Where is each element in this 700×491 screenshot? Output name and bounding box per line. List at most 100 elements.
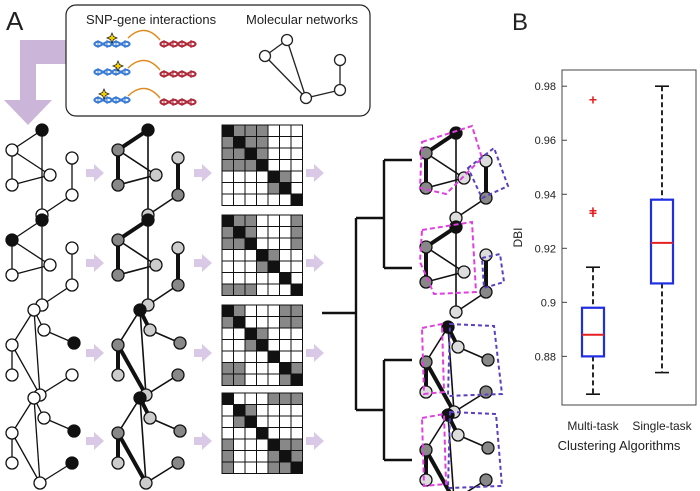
network-node xyxy=(5,178,19,192)
matrix-cell xyxy=(233,170,246,183)
network-node xyxy=(65,241,79,255)
step-arrow-1 xyxy=(86,164,104,182)
weighted-node xyxy=(143,323,157,337)
matrix-cell xyxy=(290,182,303,195)
matrix-cell xyxy=(233,260,246,273)
panel-a-label: A xyxy=(6,6,24,36)
matrix-cell xyxy=(256,461,269,474)
matrix-cell xyxy=(267,226,280,239)
matrix-cell xyxy=(221,415,234,428)
matrix-cell xyxy=(256,373,269,386)
cluster-node xyxy=(479,248,493,262)
cluster-edge xyxy=(425,152,465,179)
matrix-cell xyxy=(244,147,257,160)
matrix-cell xyxy=(244,327,257,340)
matrix-cell xyxy=(244,283,257,296)
matrix-cell xyxy=(279,339,292,352)
network-node xyxy=(5,426,19,440)
matrix-cell xyxy=(290,316,303,329)
weighted-node xyxy=(141,213,155,227)
matrix-cell xyxy=(233,461,246,474)
y-tick-label: 0.9 xyxy=(541,297,556,309)
outlier-marker: + xyxy=(589,202,597,218)
matrix-cell xyxy=(279,362,292,375)
matrix-cell xyxy=(279,283,292,296)
matrix-cell xyxy=(267,373,280,386)
matrix-cell xyxy=(290,404,303,417)
matrix-cell xyxy=(279,124,292,137)
matrix-cell xyxy=(233,362,246,375)
matrix-cell xyxy=(244,438,257,451)
matrix-cell xyxy=(267,237,280,250)
weighted-edge xyxy=(117,239,157,266)
matrix-cell xyxy=(256,260,269,273)
matrix-cell xyxy=(256,350,269,363)
matrix-cell xyxy=(279,427,292,440)
matrix-cell xyxy=(221,147,234,160)
matrix-cell xyxy=(221,362,234,375)
similarity-matrix xyxy=(221,304,303,386)
matrix-cell xyxy=(290,283,303,296)
step-arrow-1 xyxy=(86,432,104,450)
matrix-cell xyxy=(221,214,234,227)
matrix-cell xyxy=(279,182,292,195)
x-tick-label: Single-task xyxy=(632,419,692,433)
matrix-cell xyxy=(267,159,280,172)
weighted-node xyxy=(171,241,185,255)
matrix-cell xyxy=(279,136,292,149)
similarity-matrix xyxy=(221,214,303,296)
matrix-cell xyxy=(221,404,234,417)
matrix-cell xyxy=(290,170,303,183)
network-edge xyxy=(33,309,41,396)
matrix-cell xyxy=(267,438,280,451)
matrix-cell xyxy=(244,193,257,206)
network-node xyxy=(5,338,19,352)
network-node xyxy=(5,368,19,382)
weighted-edge xyxy=(117,149,157,176)
matrix-cell xyxy=(256,404,269,417)
matrix-cell xyxy=(267,339,280,352)
cluster-node xyxy=(451,428,465,442)
network-node xyxy=(33,476,47,490)
y-tick-label: 0.98 xyxy=(535,81,556,93)
network-edge xyxy=(11,239,51,266)
y-tick-label: 0.94 xyxy=(535,189,556,201)
matrix-cell xyxy=(267,283,280,296)
matrix-cell xyxy=(256,170,269,183)
matrix-cell xyxy=(290,438,303,451)
network-node xyxy=(65,456,79,470)
cluster-edge xyxy=(424,449,452,491)
matrix-cell xyxy=(244,159,257,172)
matrix-cell xyxy=(233,327,246,340)
network-edge xyxy=(11,309,35,346)
matrix-cell xyxy=(267,461,280,474)
matrix-cell xyxy=(279,249,292,262)
y-tick-label: 0.92 xyxy=(535,243,556,255)
matrix-cell xyxy=(233,373,246,386)
y-tick-label: 0.96 xyxy=(535,135,556,147)
matrix-cell xyxy=(233,214,246,227)
matrix-cell xyxy=(279,438,292,451)
cluster-node xyxy=(419,146,433,160)
network-edge xyxy=(33,397,41,484)
similarity-matrix xyxy=(221,124,303,206)
matrix-cell xyxy=(233,182,246,195)
matrix-cell xyxy=(221,461,234,474)
network-edge xyxy=(11,432,41,484)
cluster-node xyxy=(481,353,495,367)
matrix-cell xyxy=(256,438,269,451)
weighted-node xyxy=(133,391,147,405)
matrix-cell xyxy=(244,392,257,405)
weighted-node xyxy=(173,336,187,350)
network-node xyxy=(5,456,19,470)
matrix-cell xyxy=(233,193,246,206)
matrix-cell xyxy=(221,170,234,183)
matrix-cell xyxy=(279,193,292,206)
matrix-cell xyxy=(244,249,257,262)
network-rows xyxy=(5,123,324,490)
input-box: SNP-gene interactions Molecular networks xyxy=(65,4,371,117)
matrix-cell xyxy=(221,327,234,340)
matrix-cell xyxy=(290,136,303,149)
matrix-cell xyxy=(221,237,234,250)
